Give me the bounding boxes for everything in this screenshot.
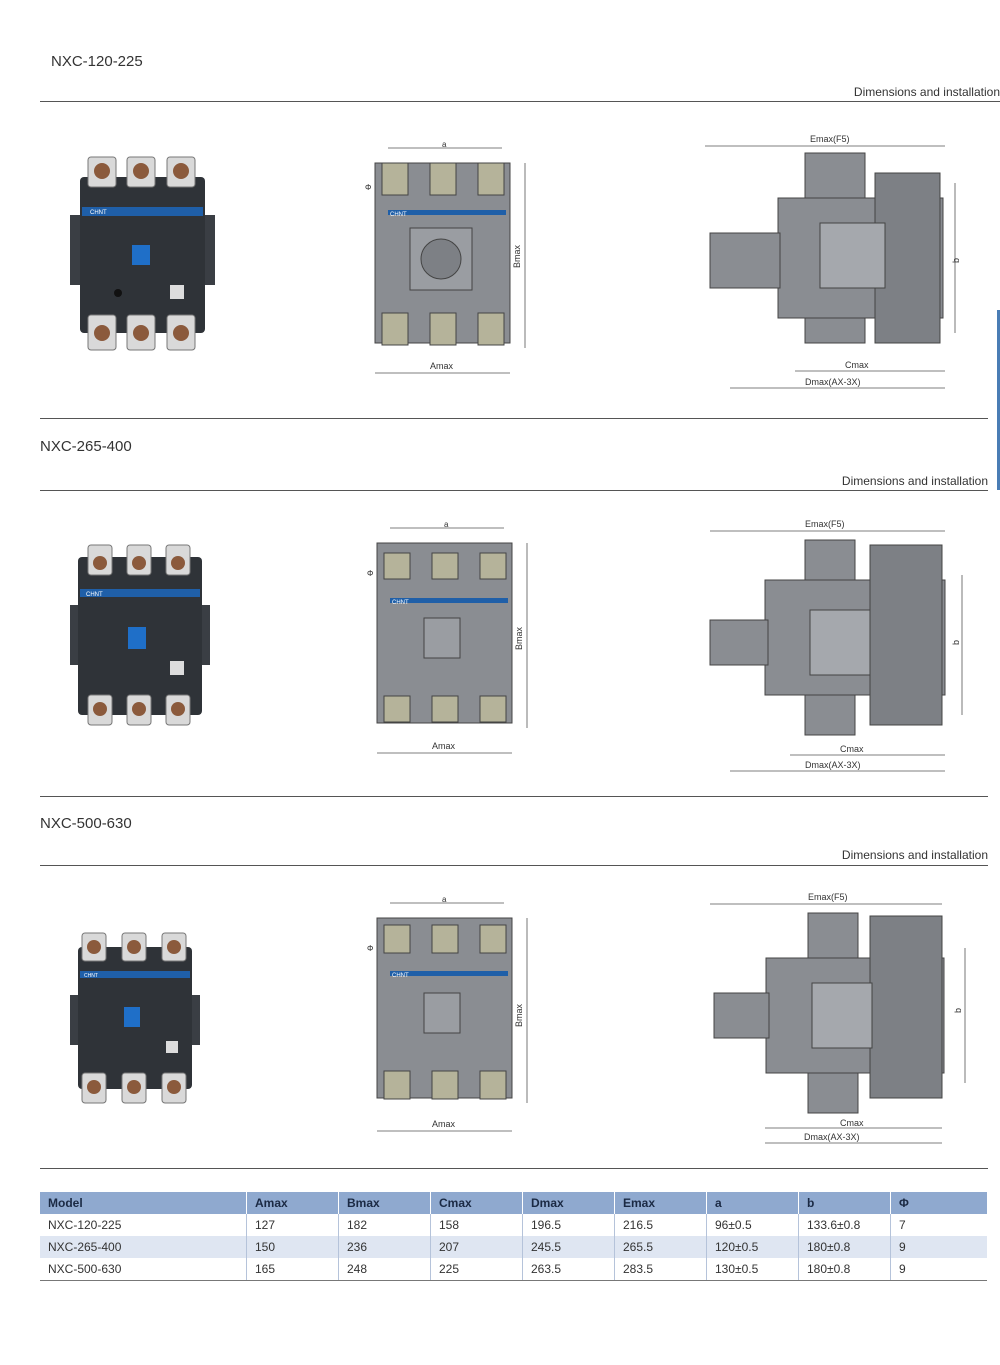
svg-text:b: b bbox=[953, 1008, 963, 1013]
section-subtitle: Dimensions and installation bbox=[841, 848, 988, 862]
svg-text:Emax(F5): Emax(F5) bbox=[810, 134, 850, 144]
svg-text:CHNT: CHNT bbox=[390, 212, 407, 218]
svg-text:Amax: Amax bbox=[432, 1119, 456, 1129]
cell: 96±0.5 bbox=[706, 1214, 799, 1236]
svg-text:Dmax(AX-3X): Dmax(AX-3X) bbox=[804, 1132, 860, 1142]
svg-text:Φ: Φ bbox=[367, 944, 373, 953]
side-view-drawing: Emax(F5) b Cmax Dmax(AX-3X) bbox=[705, 134, 961, 389]
cell: NXC-500-630 bbox=[40, 1258, 247, 1281]
divider bbox=[40, 796, 988, 797]
product-photo: CHNT bbox=[70, 932, 200, 1104]
svg-text:Bmax: Bmax bbox=[514, 1003, 524, 1027]
side-view-drawing: Emax(F5) b Cmax Dmax(AX-3X) bbox=[710, 892, 966, 1144]
cell: 196.5 bbox=[522, 1214, 615, 1236]
cell: 180±0.8 bbox=[798, 1258, 891, 1281]
col-header: Cmax bbox=[430, 1192, 523, 1214]
svg-text:Φ: Φ bbox=[367, 569, 373, 578]
svg-text:Amax: Amax bbox=[432, 741, 456, 751]
cell: 133.6±0.8 bbox=[798, 1214, 891, 1236]
cell: 182 bbox=[338, 1214, 431, 1236]
cell: NXC-120-225 bbox=[48, 1218, 122, 1232]
col-header: Model bbox=[40, 1192, 247, 1214]
table-row: NXC-120-225 127 182 158 196.5 216.5 96±0… bbox=[40, 1214, 987, 1236]
svg-text:CHNT: CHNT bbox=[84, 973, 98, 979]
section-subtitle: Dimensions and installation bbox=[841, 474, 988, 488]
svg-text:Dmax(AX-3X): Dmax(AX-3X) bbox=[805, 760, 861, 770]
divider bbox=[40, 1168, 988, 1169]
svg-text:CHNT: CHNT bbox=[392, 973, 409, 979]
cell: 9 bbox=[890, 1258, 987, 1281]
cell: 265.5 bbox=[614, 1236, 707, 1258]
section-title: NXC-120-225 bbox=[51, 53, 143, 70]
svg-text:b: b bbox=[951, 640, 961, 645]
svg-text:Emax(F5): Emax(F5) bbox=[808, 892, 848, 902]
table-row: NXC-500-630 165 248 225 263.5 283.5 130±… bbox=[40, 1258, 987, 1281]
cell: 248 bbox=[338, 1258, 431, 1281]
cell: 130±0.5 bbox=[706, 1258, 799, 1281]
col-header: Amax bbox=[246, 1192, 339, 1214]
svg-text:Emax(F5): Emax(F5) bbox=[805, 519, 845, 529]
svg-text:Bmax: Bmax bbox=[512, 244, 522, 268]
cell: 236 bbox=[338, 1236, 431, 1258]
cell: 9 bbox=[890, 1236, 987, 1258]
svg-text:Cmax: Cmax bbox=[845, 360, 869, 370]
cell: 283.5 bbox=[614, 1258, 707, 1281]
cell: 165 bbox=[246, 1258, 339, 1281]
divider bbox=[40, 418, 988, 419]
svg-text:Dmax(AX-3X): Dmax(AX-3X) bbox=[805, 377, 861, 387]
table-header-row: Model Amax Bmax Cmax Dmax Emax a b Φ bbox=[40, 1192, 987, 1214]
svg-text:a: a bbox=[444, 520, 449, 529]
col-header: b bbox=[798, 1192, 891, 1214]
cell: 180±0.8 bbox=[798, 1236, 891, 1258]
svg-text:Cmax: Cmax bbox=[840, 1118, 864, 1128]
cell: 120±0.5 bbox=[706, 1236, 799, 1258]
side-view-drawing: Emax(F5) b Cmax Dmax(AX-3X) bbox=[709, 519, 963, 772]
svg-text:CHNT: CHNT bbox=[86, 592, 103, 598]
dimensions-table: Model Amax Bmax Cmax Dmax Emax a b Φ NXC… bbox=[40, 1192, 987, 1281]
svg-text:CHNT: CHNT bbox=[392, 600, 409, 606]
cell: 127 bbox=[246, 1214, 339, 1236]
front-view-drawing: a Φ CHNT Amax Bmax bbox=[365, 140, 526, 374]
divider bbox=[40, 101, 1000, 102]
divider bbox=[40, 490, 988, 491]
divider bbox=[40, 865, 988, 866]
accent-bar bbox=[997, 310, 1000, 490]
svg-text:Φ: Φ bbox=[365, 183, 371, 192]
product-photo: CHNT bbox=[70, 156, 215, 351]
svg-text:Cmax: Cmax bbox=[840, 744, 864, 754]
svg-text:a: a bbox=[442, 140, 447, 149]
col-header: Emax bbox=[614, 1192, 707, 1214]
col-header: Dmax bbox=[522, 1192, 615, 1214]
svg-text:b: b bbox=[951, 258, 961, 263]
cell: 216.5 bbox=[614, 1214, 707, 1236]
cell: 207 bbox=[430, 1236, 523, 1258]
cell: 7 bbox=[890, 1214, 987, 1236]
front-view-drawing: a Φ CHNT Amax Bmax bbox=[367, 895, 528, 1132]
section-subtitle: Dimensions and installation bbox=[853, 85, 1000, 99]
cell: 225 bbox=[430, 1258, 523, 1281]
brand-text: CHNT bbox=[90, 210, 107, 216]
section-title: NXC-265-400 bbox=[40, 438, 132, 455]
front-view-drawing: a Φ CHNT Amax Bmax bbox=[367, 520, 528, 754]
cell: 263.5 bbox=[522, 1258, 615, 1281]
cell: 158 bbox=[430, 1214, 523, 1236]
svg-text:Bmax: Bmax bbox=[514, 626, 524, 650]
col-header: Bmax bbox=[338, 1192, 431, 1214]
col-header: Φ bbox=[890, 1192, 987, 1214]
cell: 150 bbox=[246, 1236, 339, 1258]
table-row: NXC-265-400 150 236 207 245.5 265.5 120±… bbox=[40, 1236, 987, 1258]
col-header: a bbox=[706, 1192, 799, 1214]
product-photo: CHNT bbox=[70, 544, 210, 726]
cell: NXC-265-400 bbox=[40, 1236, 247, 1258]
section-title: NXC-500-630 bbox=[40, 815, 132, 832]
svg-text:Amax: Amax bbox=[430, 361, 454, 371]
svg-text:a: a bbox=[442, 895, 447, 904]
cell: 245.5 bbox=[522, 1236, 615, 1258]
